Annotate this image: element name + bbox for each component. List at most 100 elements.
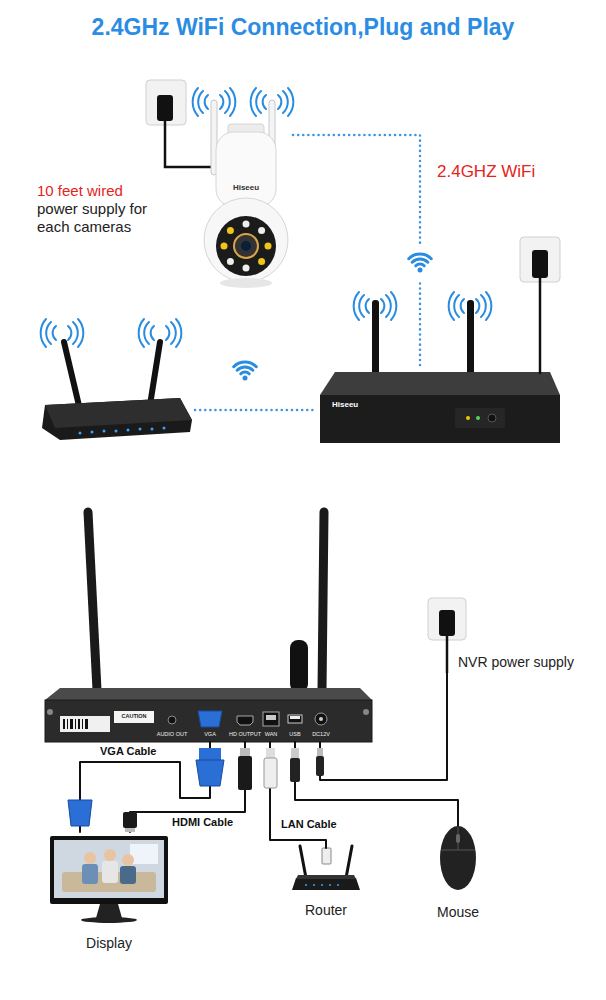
nvr-front <box>320 395 560 443</box>
nvr-front <box>320 300 560 443</box>
ptz-camera <box>204 198 288 282</box>
port-label: DC12V <box>312 731 330 737</box>
mouse-icon <box>457 810 459 828</box>
wifi-icon <box>234 362 257 374</box>
signal-symbol <box>193 88 236 116</box>
wall-socket <box>146 80 214 167</box>
nvr-front <box>369 380 382 395</box>
router-icon <box>296 875 356 879</box>
wall-socket <box>520 237 560 282</box>
nvr-back <box>319 717 323 721</box>
page-title: 2.4GHz WiFi Connection,Plug and Play <box>0 14 606 41</box>
wifi-router <box>45 398 192 428</box>
wall-socket <box>428 598 466 640</box>
usb-plug <box>290 758 300 782</box>
monitor <box>104 849 116 861</box>
nvr-back <box>263 712 279 726</box>
nvr-back <box>70 719 73 729</box>
dc-plug <box>316 756 324 776</box>
nvr-front <box>466 416 470 420</box>
ptz-camera <box>258 227 265 234</box>
cable-label: HDMI Cable <box>170 816 235 829</box>
brand-logo: Hiseeu <box>233 183 259 192</box>
nvr-front <box>476 416 480 420</box>
monitor <box>62 872 156 892</box>
nvr-front-node: Hiseeu <box>318 370 562 447</box>
nvr-back <box>78 719 80 729</box>
router-icon <box>329 884 331 886</box>
mouse-icon <box>440 810 476 890</box>
hdmi-plug <box>238 756 252 790</box>
wifi-icon <box>401 244 439 282</box>
nvr-back <box>45 512 372 742</box>
monitor <box>122 854 134 866</box>
ptz-camera <box>221 243 228 250</box>
router-node: Router <box>290 848 362 924</box>
hdmi-plug <box>123 748 252 832</box>
nvr-back <box>45 688 372 700</box>
nvr-back <box>67 719 68 729</box>
usb-plug <box>290 748 300 782</box>
wifi-band-label: 2.4GHZ WiFi <box>437 162 535 182</box>
power-note: power supply for each cameras <box>37 200 165 236</box>
ptz-camera <box>269 100 275 175</box>
port-label: USB <box>289 731 300 737</box>
wall-socket <box>539 278 542 374</box>
wifi-router <box>115 430 118 433</box>
lan-plug <box>266 748 275 758</box>
nvr-front <box>372 300 379 385</box>
nvr-front <box>320 372 560 395</box>
wifi-icon <box>418 268 423 273</box>
nvr-front <box>467 300 474 385</box>
nvr-back <box>88 512 97 690</box>
wall-socket <box>146 80 186 125</box>
wifi-router <box>163 427 166 430</box>
nvr-back <box>60 716 110 732</box>
length-note: 10 feet wired <box>37 182 123 200</box>
monitor <box>50 836 168 923</box>
signal-symbol <box>354 292 397 320</box>
ptz-camera <box>216 132 276 207</box>
ptz-camera <box>228 124 264 136</box>
port-label: HD OUTPUT <box>229 731 261 737</box>
ptz-camera <box>216 216 276 276</box>
nvr-back <box>290 716 300 719</box>
mouse-icon <box>441 827 475 850</box>
vga-plug <box>199 748 221 760</box>
nvr-back <box>114 711 154 723</box>
device-label: Mouse <box>437 904 479 920</box>
camera-node: Hiseeu <box>203 112 293 290</box>
mouse-icon <box>440 826 476 890</box>
port-label: AUDIO OUT <box>157 731 188 737</box>
nvr-back <box>63 719 65 729</box>
signal-symbol <box>139 319 182 347</box>
monitor <box>84 852 96 864</box>
power-socket-node: NVR power supply <box>425 595 595 673</box>
router-icon <box>346 846 352 878</box>
monitor <box>96 904 122 918</box>
port-label: VGA <box>204 731 216 737</box>
wifi-router <box>139 428 142 431</box>
monitor <box>50 836 168 904</box>
wall-socket <box>520 237 560 374</box>
signal-symbol <box>449 292 492 320</box>
wifi-link <box>195 409 316 412</box>
device-label: NVR power supply <box>458 654 574 670</box>
hdmi-plug <box>123 812 137 828</box>
nvr-back <box>315 713 327 725</box>
dc-plug <box>317 748 323 756</box>
router-icon <box>305 884 307 886</box>
monitor <box>130 844 158 864</box>
display-node: Display <box>45 832 173 957</box>
lan-plug <box>264 758 277 788</box>
wall-socket <box>165 121 214 167</box>
wifi-router <box>103 430 106 433</box>
hdmi-plug <box>125 828 135 832</box>
wifi-router <box>91 431 94 434</box>
usb-plug <box>291 748 299 758</box>
ptz-camera <box>204 100 288 288</box>
ptz-camera <box>234 234 258 258</box>
